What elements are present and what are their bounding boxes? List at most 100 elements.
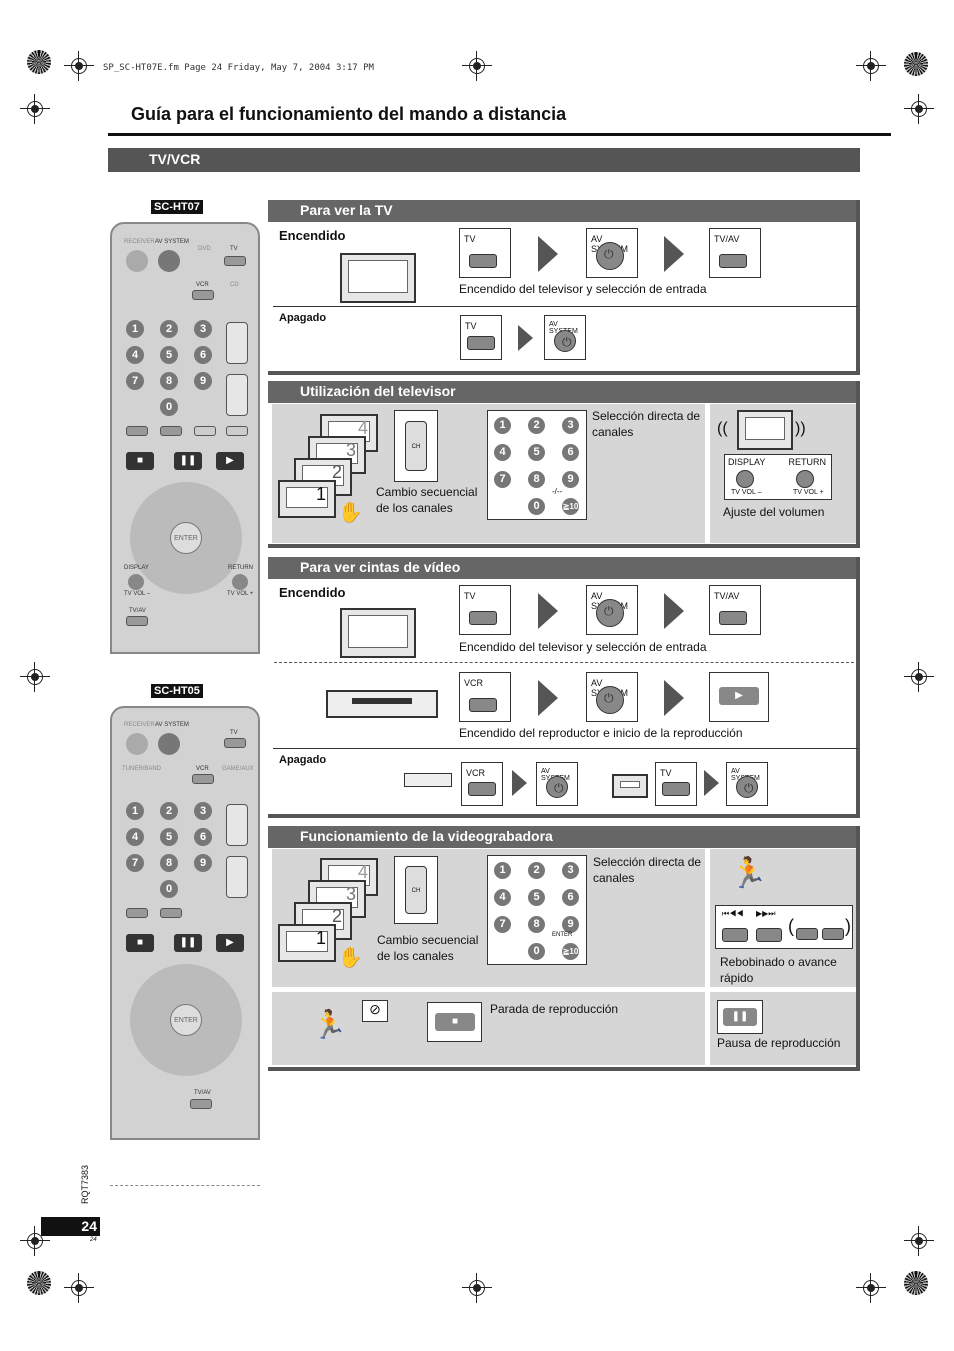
play-button[interactable]: ▶ bbox=[216, 934, 244, 952]
ch-rocker[interactable] bbox=[226, 322, 248, 364]
channel-number: 4 bbox=[357, 418, 368, 438]
numpad-key[interactable]: 3 bbox=[562, 862, 579, 879]
tv-button[interactable] bbox=[467, 336, 495, 350]
remote-key[interactable]: 6 bbox=[194, 828, 212, 846]
skip-forward-button[interactable] bbox=[160, 426, 182, 436]
ch-rocker[interactable] bbox=[226, 804, 248, 846]
remote-key[interactable]: 6 bbox=[194, 346, 212, 364]
numpad-key[interactable]: 3 bbox=[562, 417, 579, 434]
remote-key[interactable]: 5 bbox=[160, 346, 178, 364]
numpad-key[interactable]: 5 bbox=[528, 444, 545, 461]
tvav-button[interactable] bbox=[126, 616, 148, 626]
skip-back-button[interactable] bbox=[126, 908, 148, 918]
remote-key[interactable]: 4 bbox=[126, 828, 144, 846]
remote-key[interactable]: 9 bbox=[194, 372, 212, 390]
tvav-button[interactable] bbox=[719, 611, 747, 625]
ch-rocker-button[interactable]: CH bbox=[405, 421, 427, 471]
tv-button[interactable] bbox=[469, 611, 497, 625]
numpad-key[interactable]: 2 bbox=[528, 417, 545, 434]
receiver-power-button[interactable] bbox=[126, 733, 148, 755]
play-button[interactable]: ▶ bbox=[216, 452, 244, 470]
vcr-button[interactable] bbox=[469, 698, 497, 712]
av-system-power-button[interactable] bbox=[158, 250, 180, 272]
numpad-key[interactable]: 0 bbox=[528, 943, 545, 960]
numpad-key[interactable]: 6 bbox=[562, 889, 579, 906]
numpad-key[interactable]: 8 bbox=[528, 471, 545, 488]
remote-key[interactable]: 1 bbox=[126, 320, 144, 338]
remote-key[interactable]: 8 bbox=[160, 372, 178, 390]
page-number-small: 24 bbox=[90, 1237, 97, 1243]
av-system-power-button[interactable] bbox=[546, 776, 568, 798]
display-button[interactable] bbox=[128, 574, 144, 590]
remote-key[interactable]: 9 bbox=[194, 854, 212, 872]
receiver-power-button[interactable] bbox=[126, 250, 148, 272]
numpad-key[interactable]: 8 bbox=[528, 916, 545, 933]
numpad-key[interactable]: 9 bbox=[562, 916, 579, 933]
stop-button[interactable]: ■ bbox=[126, 934, 154, 952]
pause-button[interactable]: ❚❚ bbox=[174, 934, 202, 952]
remote-key[interactable]: 7 bbox=[126, 854, 144, 872]
remote-key[interactable]: 4 bbox=[126, 346, 144, 364]
numpad-key[interactable]: 2 bbox=[528, 862, 545, 879]
tv-button[interactable] bbox=[662, 782, 690, 796]
remote-vcr-button[interactable] bbox=[192, 290, 214, 300]
remote-key[interactable]: 5 bbox=[160, 828, 178, 846]
rewind-button[interactable] bbox=[722, 928, 748, 942]
return-button[interactable] bbox=[232, 574, 248, 590]
av-system-power-button[interactable] bbox=[596, 686, 624, 714]
skip-forward-button[interactable] bbox=[160, 908, 182, 918]
skip-forward-button[interactable] bbox=[822, 928, 844, 940]
numpad-key[interactable]: 0 bbox=[528, 498, 545, 515]
pause-button[interactable]: ❚❚ bbox=[174, 452, 202, 470]
remote-vcr-button[interactable] bbox=[192, 774, 214, 784]
numpad-key[interactable]: 6 bbox=[562, 444, 579, 461]
skip-back-button[interactable] bbox=[126, 426, 148, 436]
play-button[interactable]: ▶ bbox=[719, 687, 759, 705]
numpad-key[interactable]: 5 bbox=[528, 889, 545, 906]
tvav-button[interactable] bbox=[190, 1099, 212, 1109]
av-system-power-button[interactable] bbox=[158, 733, 180, 755]
av-system-power-button[interactable] bbox=[596, 599, 624, 627]
tvav-button[interactable] bbox=[719, 254, 747, 268]
remote-key[interactable]: 3 bbox=[194, 320, 212, 338]
tv-button[interactable] bbox=[469, 254, 497, 268]
remote-key[interactable]: 0 bbox=[160, 880, 178, 898]
numpad-key[interactable]: 1 bbox=[494, 417, 511, 434]
volume-rocker[interactable] bbox=[226, 374, 248, 416]
remote-tv-button[interactable] bbox=[224, 256, 246, 266]
av-system-power-button[interactable] bbox=[596, 242, 624, 270]
return-button[interactable] bbox=[796, 470, 814, 488]
enter-button[interactable]: ENTER bbox=[170, 522, 202, 554]
display-button[interactable] bbox=[736, 470, 754, 488]
remote-key[interactable]: 1 bbox=[126, 802, 144, 820]
remote-key[interactable]: 2 bbox=[160, 802, 178, 820]
remote-key[interactable]: 7 bbox=[126, 372, 144, 390]
av-system-power-button[interactable] bbox=[736, 776, 758, 798]
numpad-key[interactable]: 9 bbox=[562, 471, 579, 488]
remote-key[interactable]: 0 bbox=[160, 398, 178, 416]
remote-key[interactable]: 3 bbox=[194, 802, 212, 820]
skip-back-button[interactable] bbox=[796, 928, 818, 940]
model-tag: SC-HT07 bbox=[151, 200, 203, 214]
numpad-key[interactable]: 7 bbox=[494, 471, 511, 488]
stop-button[interactable]: ■ bbox=[126, 452, 154, 470]
remote-key[interactable]: 2 bbox=[160, 320, 178, 338]
enter-button[interactable]: ENTER bbox=[170, 1004, 202, 1036]
pause-button[interactable]: ❚❚ bbox=[723, 1008, 757, 1026]
numpad-key[interactable]: 7 bbox=[494, 916, 511, 933]
av-system-power-button[interactable] bbox=[554, 330, 576, 352]
numpad-key[interactable]: 4 bbox=[494, 444, 511, 461]
numpad-key[interactable]: 1 bbox=[494, 862, 511, 879]
volume-rocker[interactable] bbox=[226, 856, 248, 898]
numpad-key[interactable]: ≧10 bbox=[562, 943, 579, 960]
remote-tv-button[interactable] bbox=[224, 738, 246, 748]
numpad-key[interactable]: ≧10 bbox=[562, 498, 579, 515]
vcr-button[interactable] bbox=[468, 782, 496, 796]
muting-button[interactable] bbox=[226, 426, 248, 436]
ch-rocker-button[interactable]: CH bbox=[405, 866, 427, 914]
stop-button[interactable]: ■ bbox=[435, 1013, 475, 1031]
tuner-band-button[interactable] bbox=[194, 426, 216, 436]
numpad-key[interactable]: 4 bbox=[494, 889, 511, 906]
fast-forward-button[interactable] bbox=[756, 928, 782, 942]
remote-key[interactable]: 8 bbox=[160, 854, 178, 872]
